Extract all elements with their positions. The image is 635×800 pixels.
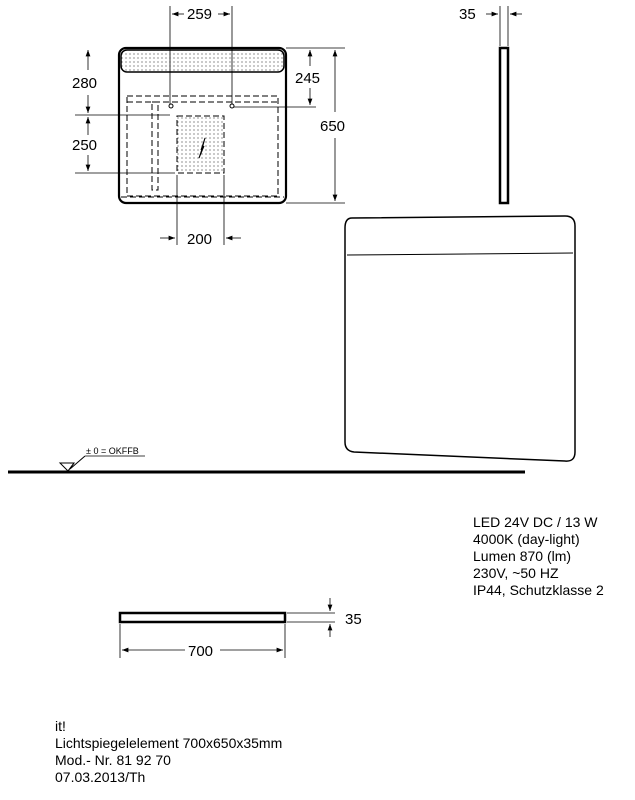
mount-point bbox=[229, 103, 235, 109]
front-view bbox=[75, 6, 345, 245]
side-view bbox=[486, 6, 522, 205]
spec-line: IP44, Schutzklasse 2 bbox=[473, 582, 604, 598]
spec-line: 4000K (day-light) bbox=[473, 531, 580, 547]
dim-250: 250 bbox=[72, 137, 97, 154]
specifications: LED 24V DC / 13 W 4000K (day-light) Lume… bbox=[473, 514, 604, 599]
spec-line: LED 24V DC / 13 W bbox=[473, 514, 598, 530]
product-info: it! Lichtspiegelelement 700x650x35mm Mod… bbox=[55, 718, 282, 786]
mount-point bbox=[168, 103, 174, 109]
drawing-date: 07.03.2013/Th bbox=[55, 769, 146, 785]
dim-280: 280 bbox=[72, 75, 97, 92]
top-view bbox=[118, 598, 335, 658]
dim-35-top: 35 bbox=[345, 611, 362, 628]
spec-line: Lumen 870 (lm) bbox=[473, 548, 572, 564]
model-number: Mod.- Nr. 81 92 70 bbox=[55, 752, 171, 768]
light-band bbox=[120, 49, 285, 73]
lightning-icon bbox=[198, 137, 206, 159]
dim-245: 245 bbox=[295, 70, 320, 87]
brand-name: it! bbox=[55, 718, 66, 734]
dim-700: 700 bbox=[188, 643, 213, 660]
floor-line bbox=[8, 455, 525, 474]
spec-line: 230V, ~50 HZ bbox=[473, 565, 559, 581]
floor-level-label: ± 0 = OKFFB bbox=[86, 446, 139, 456]
socket-area bbox=[176, 115, 225, 174]
perspective-view bbox=[344, 215, 576, 462]
dim-259: 259 bbox=[187, 6, 212, 23]
dim-200: 200 bbox=[187, 231, 212, 248]
product-name: Lichtspiegelelement 700x650x35mm bbox=[55, 735, 283, 751]
dim-35-side: 35 bbox=[459, 6, 476, 23]
dim-650: 650 bbox=[320, 118, 345, 135]
